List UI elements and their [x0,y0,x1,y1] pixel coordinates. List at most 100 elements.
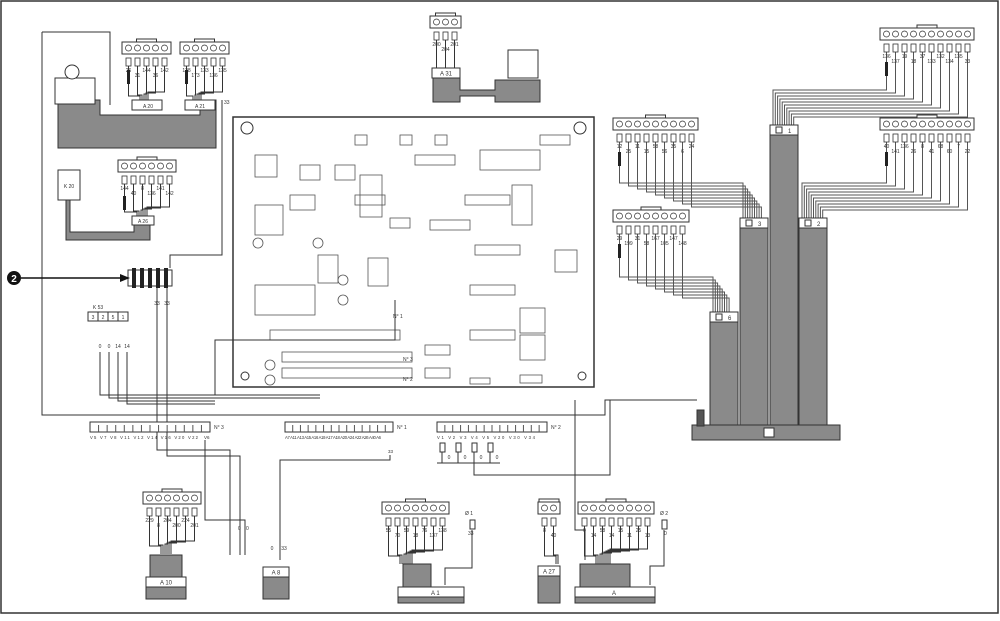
wire [407,526,425,564]
mounting-hole [573,121,587,135]
wire [99,352,320,396]
terminal-icon [670,133,677,143]
pin-icon [919,30,926,38]
A20-label: A 20 [143,104,153,110]
terminal-icon [928,43,935,53]
wire-label: 200 [432,42,441,48]
wire [214,300,396,395]
wire-label: 8 [543,528,546,534]
terminal-icon [910,43,917,53]
terminal-icon [661,519,668,530]
N2-label: N° 2 [551,425,561,431]
A26-connector-latch [136,156,158,161]
wire [145,66,156,100]
wire [813,142,932,218]
wire-label: 18 [911,59,917,65]
wire-label: 199 [624,241,633,247]
wire [204,440,246,555]
pcb-component [469,284,516,296]
wire [601,526,612,564]
pcb-capacitor-icon [252,237,264,249]
pin-icon [617,504,624,512]
wire [673,142,758,218]
wire-label: 24 [689,144,695,150]
A20-connector-latch [136,38,157,43]
A1-ground: Ø 1 [465,511,473,517]
H2-label: 2 [817,222,821,228]
K20-label: K 20 [64,184,75,190]
wire-label: 11 [627,533,632,539]
terminal-icon [946,133,953,143]
pcb-component [414,154,456,166]
wire [117,352,215,402]
terminal-icon [937,43,944,53]
harness-trunk-2 [798,217,828,426]
A10-body [149,554,183,578]
pcb-connector-label: N° 1 [393,314,403,320]
H3-connector-latch [645,114,666,119]
terminal-icon [955,43,962,53]
wire [168,516,186,554]
wire-label: 201 [450,42,459,48]
wire-label: 136 [900,144,909,150]
terminal-icon [192,57,199,67]
wire [691,142,762,218]
pcb-connector-label: N° 2 [403,377,413,383]
terminal-icon [191,507,198,517]
wire-label: 14 [591,533,597,539]
terminal-icon [661,133,668,143]
terminal-icon [210,57,217,67]
pcb-component [424,367,451,379]
connector-marker-icon [745,219,753,227]
A10-label: A 10 [160,581,173,587]
wire [593,526,599,564]
terminal-icon [183,57,190,67]
pin-icon [955,30,962,38]
pin-icon [430,504,437,512]
A-ground: Ø 2 [660,511,668,517]
wire-label: 15 [644,149,650,155]
pin-icon [125,44,132,52]
wire [166,286,241,555]
wire-label: 40 [131,191,137,197]
H3-label: 3 [758,222,762,228]
A26-label: A 26 [138,219,148,225]
terminal-icon [182,507,189,517]
pcb-component [511,184,533,226]
wire [664,142,755,218]
wire [779,52,914,125]
wire-label: 19 [902,54,908,60]
pcb-component [429,219,471,231]
pcb-component [519,334,546,361]
wire-label: 0 [480,455,483,461]
wire [108,352,320,399]
wire-label: 142 [165,191,174,197]
pin-icon [608,504,615,512]
N1-end-label: 33 [388,449,394,454]
wire-label: 14 [124,344,130,350]
terminal-icon [541,517,548,527]
pcb-component [479,149,541,171]
terminal-icon [883,43,890,53]
pcb-connector-label: N° 3 [403,357,413,363]
wire-label: 14 [609,533,615,539]
A1-label: A 1 [431,591,440,597]
pin-icon [161,44,168,52]
valve-cap [64,64,80,80]
wire-label: 0 [448,455,451,461]
wire [146,184,170,216]
terminal-icon [442,31,449,41]
pcb-component [367,257,389,287]
wire-label: 31 [635,236,641,242]
pin-icon [130,162,137,170]
wire [628,234,716,312]
pin-icon [385,504,392,512]
terminal-icon [412,517,419,527]
pcb-capacitor-icon [337,274,349,286]
pin-icon [955,120,962,128]
pin-icon [439,504,446,512]
terminal-icon [625,225,632,235]
pin-icon [148,162,155,170]
pcb-component [399,134,413,146]
